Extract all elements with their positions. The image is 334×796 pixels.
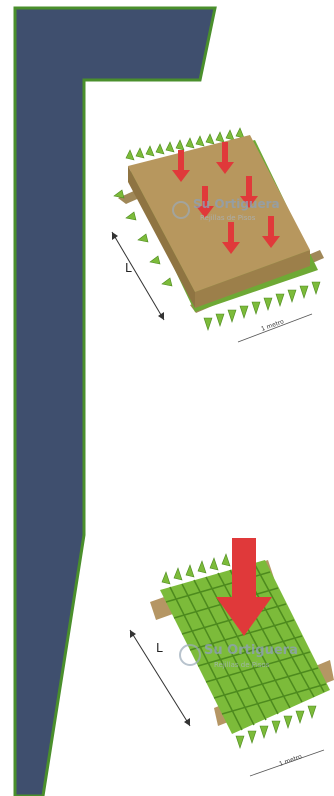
point-load-arrow xyxy=(216,538,272,636)
watermark-subtitle-top: Rejillas de Pisos xyxy=(200,214,256,222)
watermark-title-top: Su Ortiguera xyxy=(193,197,280,211)
dimension-line-width xyxy=(237,313,313,343)
dimension-line-length xyxy=(129,629,191,727)
watermark-logo-icon xyxy=(172,201,190,219)
dimension-line-width xyxy=(249,749,325,777)
dimension-arrow-head-start xyxy=(112,232,118,240)
dimension-arrow-head-end xyxy=(184,718,190,726)
dimension-label-length: L xyxy=(125,261,132,275)
board-top xyxy=(128,135,310,292)
dimension-label-length: L xyxy=(156,641,163,655)
dimension-line-length xyxy=(111,231,165,321)
grating-body xyxy=(160,560,330,734)
grating-teeth xyxy=(113,127,321,331)
dimension-arrow-head-end xyxy=(158,312,164,320)
dimension-arrow-head-start xyxy=(130,630,136,638)
load-arrows xyxy=(172,142,280,254)
watermark-subtitle-bottom: Rejillas de Pisos xyxy=(214,661,270,669)
dimension-label-width: 1 metro xyxy=(278,753,303,768)
grating-teeth xyxy=(161,546,317,749)
board-front xyxy=(195,250,310,308)
watermark-title-bottom: Su Ortiguera xyxy=(204,643,298,658)
watermark-logo-icon xyxy=(179,644,201,666)
board-side xyxy=(128,166,195,308)
banner-shape xyxy=(13,6,217,796)
